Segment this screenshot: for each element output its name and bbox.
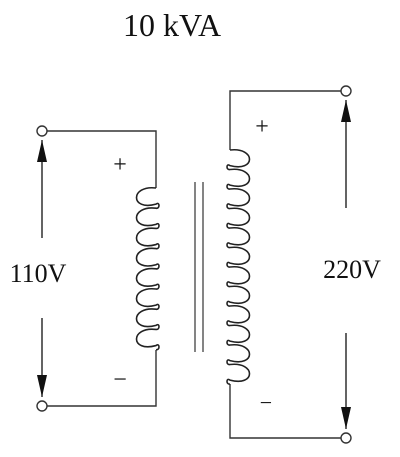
- secondary-top-terminal: [340, 85, 352, 97]
- secondary-bottom-wire: [229, 384, 342, 439]
- secondary-bottom-terminal: [340, 432, 352, 444]
- primary-down-arrowhead: [37, 375, 47, 397]
- secondary-plus-sign: +: [255, 114, 269, 140]
- secondary-winding: [226, 149, 251, 385]
- transformer-core: [194, 182, 204, 352]
- primary-winding: [135, 187, 160, 351]
- secondary-circuit: 220V + −: [226, 85, 381, 444]
- secondary-top-wire: [229, 90, 342, 150]
- primary-bottom-terminal: [36, 400, 48, 412]
- secondary-up-arrowhead: [341, 100, 351, 122]
- primary-circuit: 110V + −: [10, 125, 160, 412]
- rating-label: 10 kVA: [123, 7, 221, 43]
- primary-plus-sign: +: [113, 152, 127, 178]
- secondary-minus-sign: −: [260, 390, 272, 415]
- primary-minus-sign: −: [113, 367, 127, 393]
- primary-up-arrowhead: [37, 140, 47, 162]
- primary-top-terminal: [36, 125, 48, 137]
- primary-top-wire: [46, 130, 157, 188]
- primary-voltage-label: 110V: [10, 259, 67, 288]
- secondary-down-arrowhead: [341, 407, 351, 429]
- secondary-voltage-label: 220V: [323, 255, 381, 284]
- primary-bottom-wire: [46, 350, 157, 407]
